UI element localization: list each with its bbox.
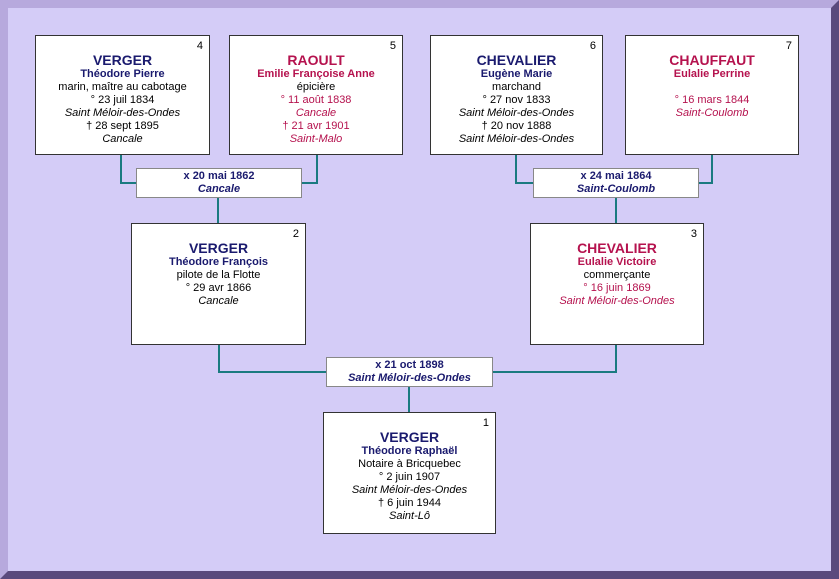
given-names: Eugène Marie	[480, 68, 553, 80]
given-names: Théodore François	[168, 256, 269, 268]
occupation: Notaire à Bricquebec	[358, 458, 461, 470]
birth-date: ° 11 août 1838	[280, 94, 352, 106]
birth-date: ° 29 avr 1866	[185, 282, 252, 294]
occupation: pilote de la Flotte	[176, 269, 261, 281]
marriage-box-6-7[interactable]: x 24 mai 1864 Saint-Coulomb	[533, 168, 699, 198]
surname: RAOULT	[287, 52, 345, 68]
given-names: Emilie Françoise Anne	[257, 68, 375, 80]
person-card-7[interactable]: 7 CHAUFFAUT Eulalie Perrine ° 16 mars 18…	[625, 35, 799, 155]
marriage-box-4-5[interactable]: x 20 mai 1862 Cancale	[136, 168, 302, 198]
birth-place: Saint Méloir-des-Ondes	[559, 295, 675, 307]
birth-place: Saint Méloir-des-Ondes	[351, 484, 468, 496]
birth-date: ° 16 juin 1869	[583, 282, 651, 294]
person-card-5[interactable]: 5 RAOULT Emilie Françoise Anne épicière …	[229, 35, 403, 155]
given-names: Eulalie Perrine	[673, 68, 751, 80]
connector-7	[698, 155, 713, 184]
surname: CHAUFFAUT	[669, 52, 755, 68]
sosa-number: 3	[690, 228, 697, 240]
death-place: Cancale	[102, 133, 143, 145]
marriage-date: x 20 mai 1862	[183, 170, 255, 182]
death-date: † 20 nov 1888	[481, 120, 552, 132]
connector-3	[492, 345, 617, 373]
occupation: marin, maître au cabotage	[58, 81, 187, 93]
birth-place: Saint Méloir-des-Ondes	[64, 107, 181, 119]
death-date: † 6 juin 1944	[378, 497, 441, 509]
occupation: marchand	[492, 81, 541, 93]
marriage-place: Saint Méloir-des-Ondes	[348, 372, 471, 384]
sosa-number: 1	[482, 417, 489, 429]
sosa-number: 2	[292, 228, 299, 240]
connector-2	[218, 345, 327, 373]
person-card-3[interactable]: 3 CHEVALIER Eulalie Victoire commerçante…	[530, 223, 704, 345]
marriage-date: x 21 oct 1898	[375, 359, 444, 371]
surname: VERGER	[188, 240, 249, 256]
occupation: épicière	[296, 81, 336, 93]
sosa-number: 4	[196, 40, 203, 52]
birth-date: ° 23 juil 1834	[90, 94, 155, 106]
death-place: Saint-Malo	[289, 133, 343, 145]
person-card-6[interactable]: 6 CHEVALIER Eugène Marie marchand ° 27 n…	[430, 35, 603, 155]
person-card-1[interactable]: 1 VERGER Théodore Raphaël Notaire à Bric…	[323, 412, 496, 534]
birth-place: Cancale	[198, 295, 239, 307]
birth-place: Saint-Coulomb	[675, 107, 749, 119]
occupation-empty	[626, 81, 798, 94]
death-date: † 21 avr 1901	[282, 120, 350, 132]
person-card-2[interactable]: 2 VERGER Théodore François pilote de la …	[131, 223, 306, 345]
birth-place: Cancale	[295, 107, 337, 119]
marriage-date: x 24 mai 1864	[580, 170, 652, 182]
surname: VERGER	[379, 429, 440, 445]
given-names: Théodore Raphaël	[361, 445, 458, 457]
death-place: Saint-Lô	[389, 510, 430, 522]
occupation: commerçante	[583, 269, 651, 281]
birth-date: ° 27 nov 1833	[482, 94, 551, 106]
connector-6	[515, 155, 534, 184]
surname: CHEVALIER	[476, 52, 557, 68]
birth-date: ° 16 mars 1844	[674, 94, 750, 106]
marriage-box-2-3[interactable]: x 21 oct 1898 Saint Méloir-des-Ondes	[326, 357, 493, 387]
person-card-4[interactable]: 4 VERGER Théodore Pierre marin, maître a…	[35, 35, 210, 155]
surname: VERGER	[92, 52, 153, 68]
birth-date: ° 2 juin 1907	[378, 471, 441, 483]
given-names: Eulalie Victoire	[577, 256, 657, 268]
sosa-number: 6	[589, 40, 596, 52]
surname: CHEVALIER	[577, 240, 657, 256]
marriage-place: Saint-Coulomb	[576, 183, 656, 195]
death-place: Saint Méloir-des-Ondes	[458, 133, 575, 145]
marriage-place: Cancale	[197, 183, 241, 195]
birth-place: Saint Méloir-des-Ondes	[458, 107, 575, 119]
connector-4	[120, 155, 136, 184]
given-names: Théodore Pierre	[80, 68, 165, 80]
death-date: † 28 sept 1895	[86, 120, 159, 132]
sosa-number: 5	[389, 40, 396, 52]
connector-5	[301, 155, 318, 184]
sosa-number: 7	[785, 40, 792, 52]
